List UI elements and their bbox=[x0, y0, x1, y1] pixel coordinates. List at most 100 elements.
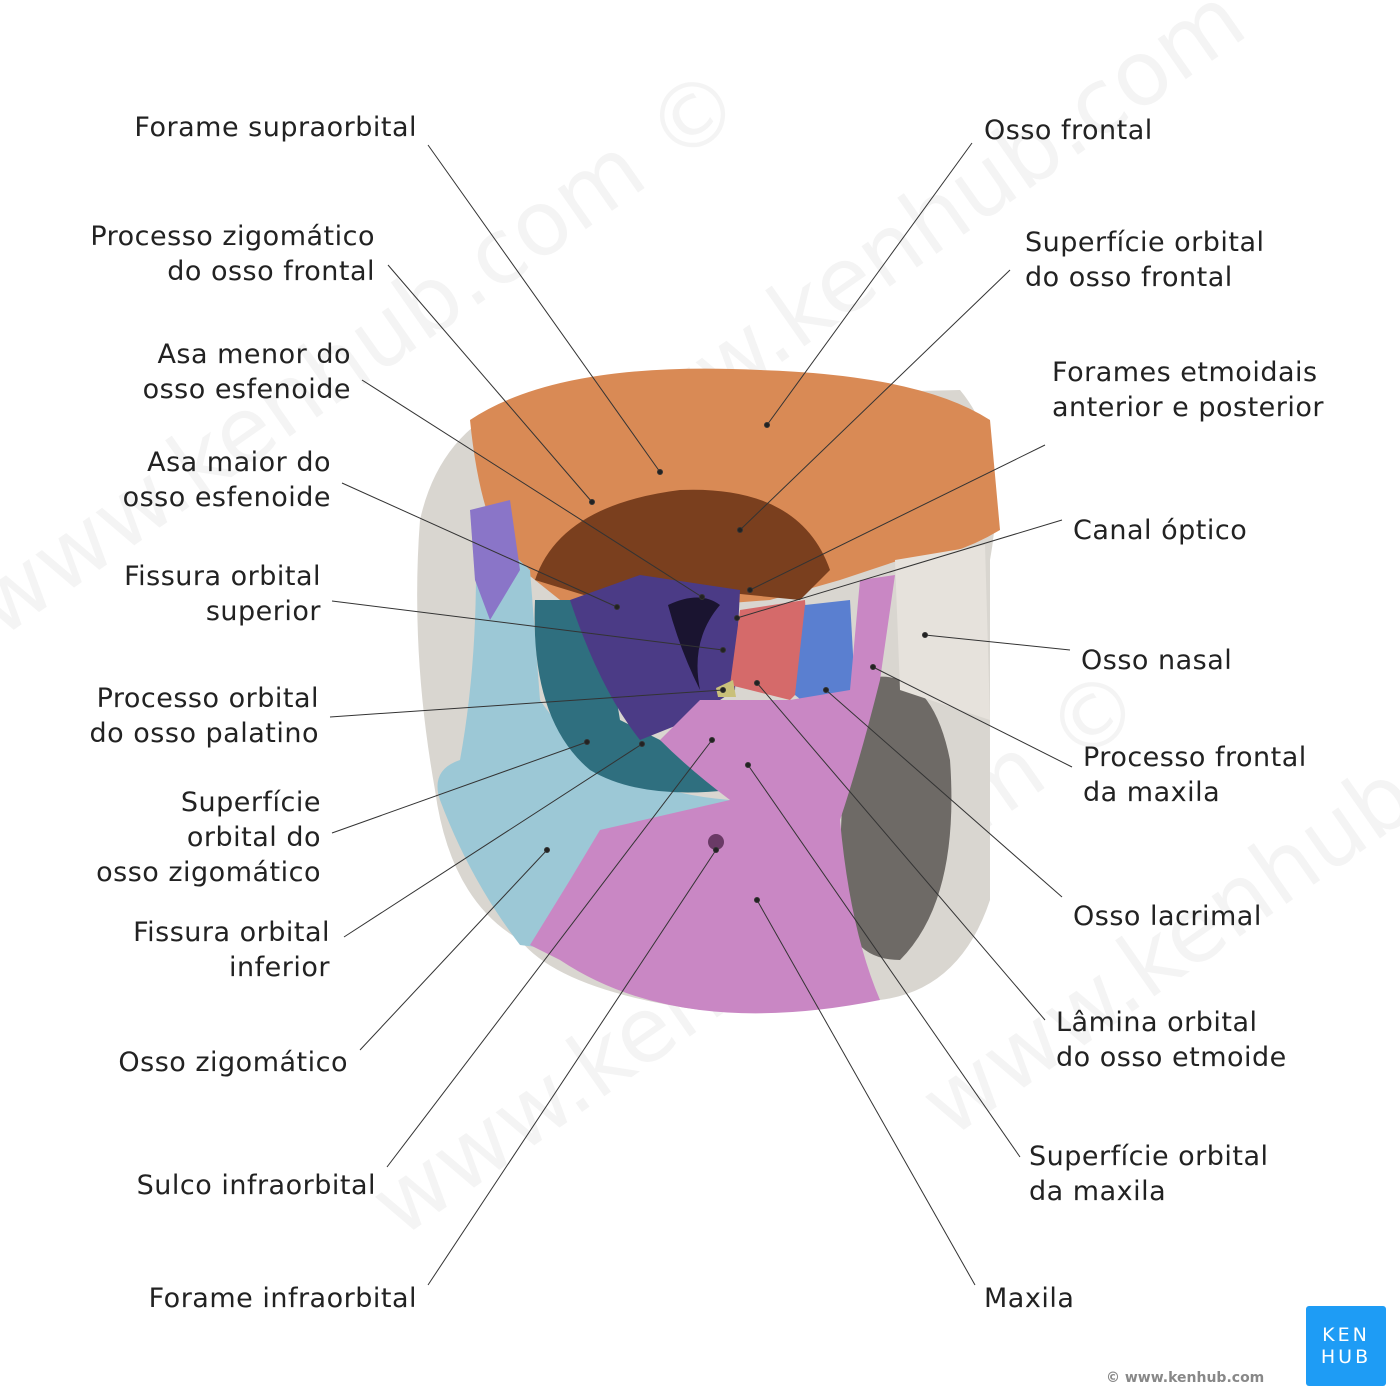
leader-line bbox=[739, 269, 1011, 531]
label-line: Maxila bbox=[984, 1283, 1075, 1314]
structure-label: Processo zigomático do osso frontal bbox=[90, 219, 375, 289]
label-line: Superfície bbox=[180, 787, 321, 818]
structure-label: Sulco infraorbital bbox=[137, 1168, 376, 1203]
structure-label: Superfície orbital da maxila bbox=[1029, 1139, 1269, 1209]
leader-line bbox=[749, 444, 1046, 591]
leader-line bbox=[331, 741, 588, 834]
greater-wing-sphenoid bbox=[470, 500, 520, 620]
nasal-bone bbox=[895, 545, 990, 720]
leader-line bbox=[361, 379, 703, 598]
leader-dot bbox=[754, 897, 760, 903]
label-line: Osso zigomático bbox=[118, 1047, 348, 1078]
label-line: orbital do bbox=[186, 822, 321, 853]
structure-label: Processo orbital do osso palatino bbox=[90, 681, 319, 751]
label-line: Sulco infraorbital bbox=[136, 1170, 376, 1201]
structure-label: Forame infraorbital bbox=[149, 1281, 417, 1316]
leader-dot bbox=[584, 739, 590, 745]
leader-dot bbox=[734, 615, 740, 621]
superior-orbital-fissure bbox=[668, 597, 720, 690]
ethmoid-orbital-plate bbox=[730, 600, 810, 700]
leader-dot bbox=[544, 847, 550, 853]
frontal-orbital-surface bbox=[535, 489, 830, 600]
leader-dot bbox=[823, 687, 829, 693]
kenhub-logo[interactable]: KEN HUB bbox=[1306, 1306, 1386, 1386]
label-line: Canal óptico bbox=[1073, 515, 1248, 546]
structure-label: Canal óptico bbox=[1073, 513, 1247, 548]
label-line: Processo zigomático bbox=[90, 221, 375, 252]
structure-label: Fissura orbital superior bbox=[124, 559, 321, 629]
leader-line bbox=[329, 689, 724, 718]
structure-label: Forames etmoidais anterior e posterior bbox=[1052, 355, 1324, 425]
leader-line bbox=[756, 899, 976, 1286]
leader-dot bbox=[745, 762, 751, 768]
structure-label: Fissura orbital inferior bbox=[133, 915, 330, 985]
leader-line bbox=[766, 142, 973, 426]
leader-line bbox=[386, 739, 713, 1168]
leader-lines bbox=[329, 142, 1073, 1286]
maxilla bbox=[530, 575, 895, 1014]
label-line: superior bbox=[205, 596, 321, 627]
leader-line bbox=[924, 634, 1071, 651]
label-line: inferior bbox=[229, 952, 330, 983]
leader-line bbox=[872, 666, 1073, 768]
label-line: Superfície orbital bbox=[1025, 227, 1265, 258]
structure-label: Osso lacrimal bbox=[1073, 899, 1262, 934]
structure-label: Superfície orbital do osso frontal bbox=[1025, 225, 1265, 295]
structure-label: Osso zigomático bbox=[118, 1045, 348, 1080]
lacrimal-bone bbox=[795, 600, 855, 715]
leader-line bbox=[825, 689, 1063, 898]
leader-dot bbox=[754, 680, 760, 686]
label-line: osso esfenoide bbox=[122, 482, 331, 513]
label-line: anterior e posterior bbox=[1052, 392, 1324, 423]
label-line: Forames etmoidais bbox=[1052, 357, 1318, 388]
structure-label: Superfície orbital do osso zigomático bbox=[96, 785, 321, 890]
logo-text: HUB bbox=[1320, 1346, 1372, 1368]
leader-line bbox=[343, 743, 643, 938]
label-line: do osso etmoide bbox=[1056, 1042, 1287, 1073]
structure-label: Lâmina orbital do osso etmoide bbox=[1056, 1005, 1287, 1075]
structure-label: Processo frontal da maxila bbox=[1083, 740, 1307, 810]
structure-label: Asa maior do osso esfenoide bbox=[123, 445, 331, 515]
label-line: Lâmina orbital bbox=[1056, 1007, 1258, 1038]
label-line: Fissura orbital bbox=[133, 917, 330, 948]
leader-dot bbox=[720, 687, 726, 693]
label-line: Osso lacrimal bbox=[1073, 901, 1262, 932]
label-line: Forame infraorbital bbox=[148, 1283, 417, 1314]
leader-dot bbox=[713, 847, 719, 853]
label-line: Osso nasal bbox=[1081, 645, 1233, 676]
leader-dot bbox=[657, 469, 663, 475]
label-line: Processo frontal bbox=[1083, 742, 1307, 773]
leader-line bbox=[756, 682, 1046, 1021]
palatine-orbital-process bbox=[716, 680, 736, 697]
leader-line bbox=[736, 519, 1063, 619]
leader-dot bbox=[639, 741, 645, 747]
leader-dot bbox=[614, 604, 620, 610]
logo-text: KEN bbox=[1322, 1324, 1370, 1346]
label-line: da maxila bbox=[1083, 777, 1221, 808]
leader-dot bbox=[870, 664, 876, 670]
leader-dot bbox=[720, 647, 726, 653]
nasal-cavity bbox=[840, 676, 952, 960]
structure-label: Forame supraorbital bbox=[134, 110, 417, 145]
structure-label: Osso nasal bbox=[1081, 643, 1232, 678]
label-line: do osso frontal bbox=[1025, 262, 1233, 293]
leader-line bbox=[359, 849, 548, 1051]
label-line: Asa maior do bbox=[147, 447, 331, 478]
label-line: Processo orbital bbox=[96, 683, 319, 714]
label-line: do osso palatino bbox=[89, 718, 319, 749]
leader-dot bbox=[922, 632, 928, 638]
label-line: da maxila bbox=[1029, 1176, 1167, 1207]
leader-line bbox=[427, 144, 661, 473]
structure-label: Maxila bbox=[984, 1281, 1074, 1316]
leader-dot bbox=[709, 737, 715, 743]
label-line: Fissura orbital bbox=[124, 561, 321, 592]
label-line: do osso frontal bbox=[167, 256, 375, 287]
label-line: Superfície orbital bbox=[1029, 1141, 1269, 1172]
leader-dot bbox=[764, 422, 770, 428]
label-line: Forame supraorbital bbox=[134, 112, 417, 143]
leader-dot bbox=[747, 587, 753, 593]
label-line: osso zigomático bbox=[96, 857, 321, 888]
infraorbital-foramen bbox=[708, 834, 724, 850]
leader-line bbox=[427, 849, 717, 1286]
